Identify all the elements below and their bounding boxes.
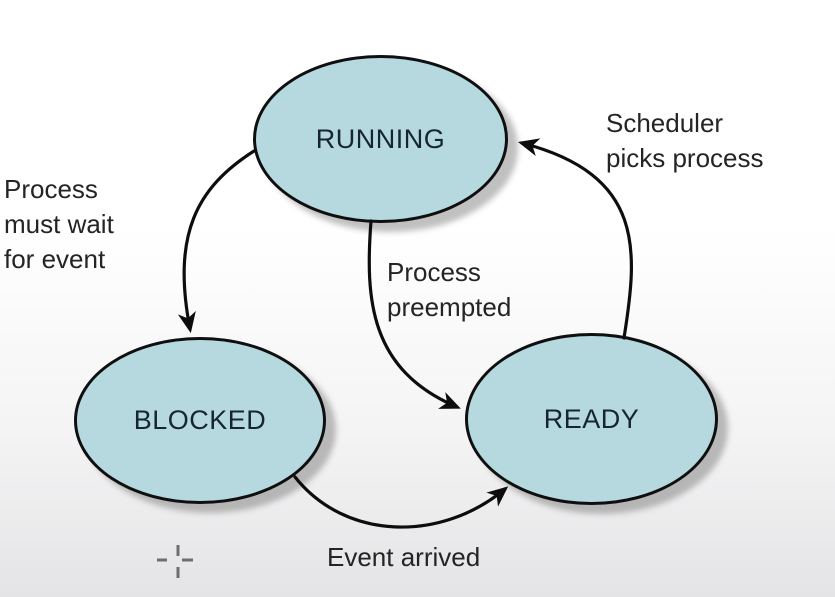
transition-label-process-must-wait-for-event: Process must wait for event [4, 172, 114, 277]
state-running: RUNNING [253, 55, 508, 223]
state-running-label: RUNNING [315, 123, 446, 154]
transition-label-event-arrived: Event arrived [327, 540, 480, 575]
transition-label-line: Event arrived [327, 542, 481, 572]
crosshair-cursor-icon [157, 545, 193, 578]
state-ready-label: READY [543, 403, 640, 434]
transition-label-line: Scheduler [606, 108, 724, 138]
arrow-running-to-blocked [177, 149, 256, 334]
transition-label-line: Process [4, 174, 98, 204]
transition-label-line: Process [387, 257, 481, 287]
transition-label-line: must wait [4, 209, 114, 239]
state-ready: READY [465, 333, 718, 505]
transition-label-line: preempted [387, 292, 512, 322]
transition-label-line: for event [4, 244, 106, 274]
transition-label-process-preempted: Process preempted [387, 255, 511, 325]
arrow-blocked-to-ready [293, 475, 509, 529]
transition-label-line: picks process [606, 143, 764, 173]
transition-label-scheduler-picks-process: Scheduler picks process [606, 106, 764, 176]
state-blocked: BLOCKED [74, 337, 326, 504]
state-blocked-label: BLOCKED [133, 405, 267, 435]
